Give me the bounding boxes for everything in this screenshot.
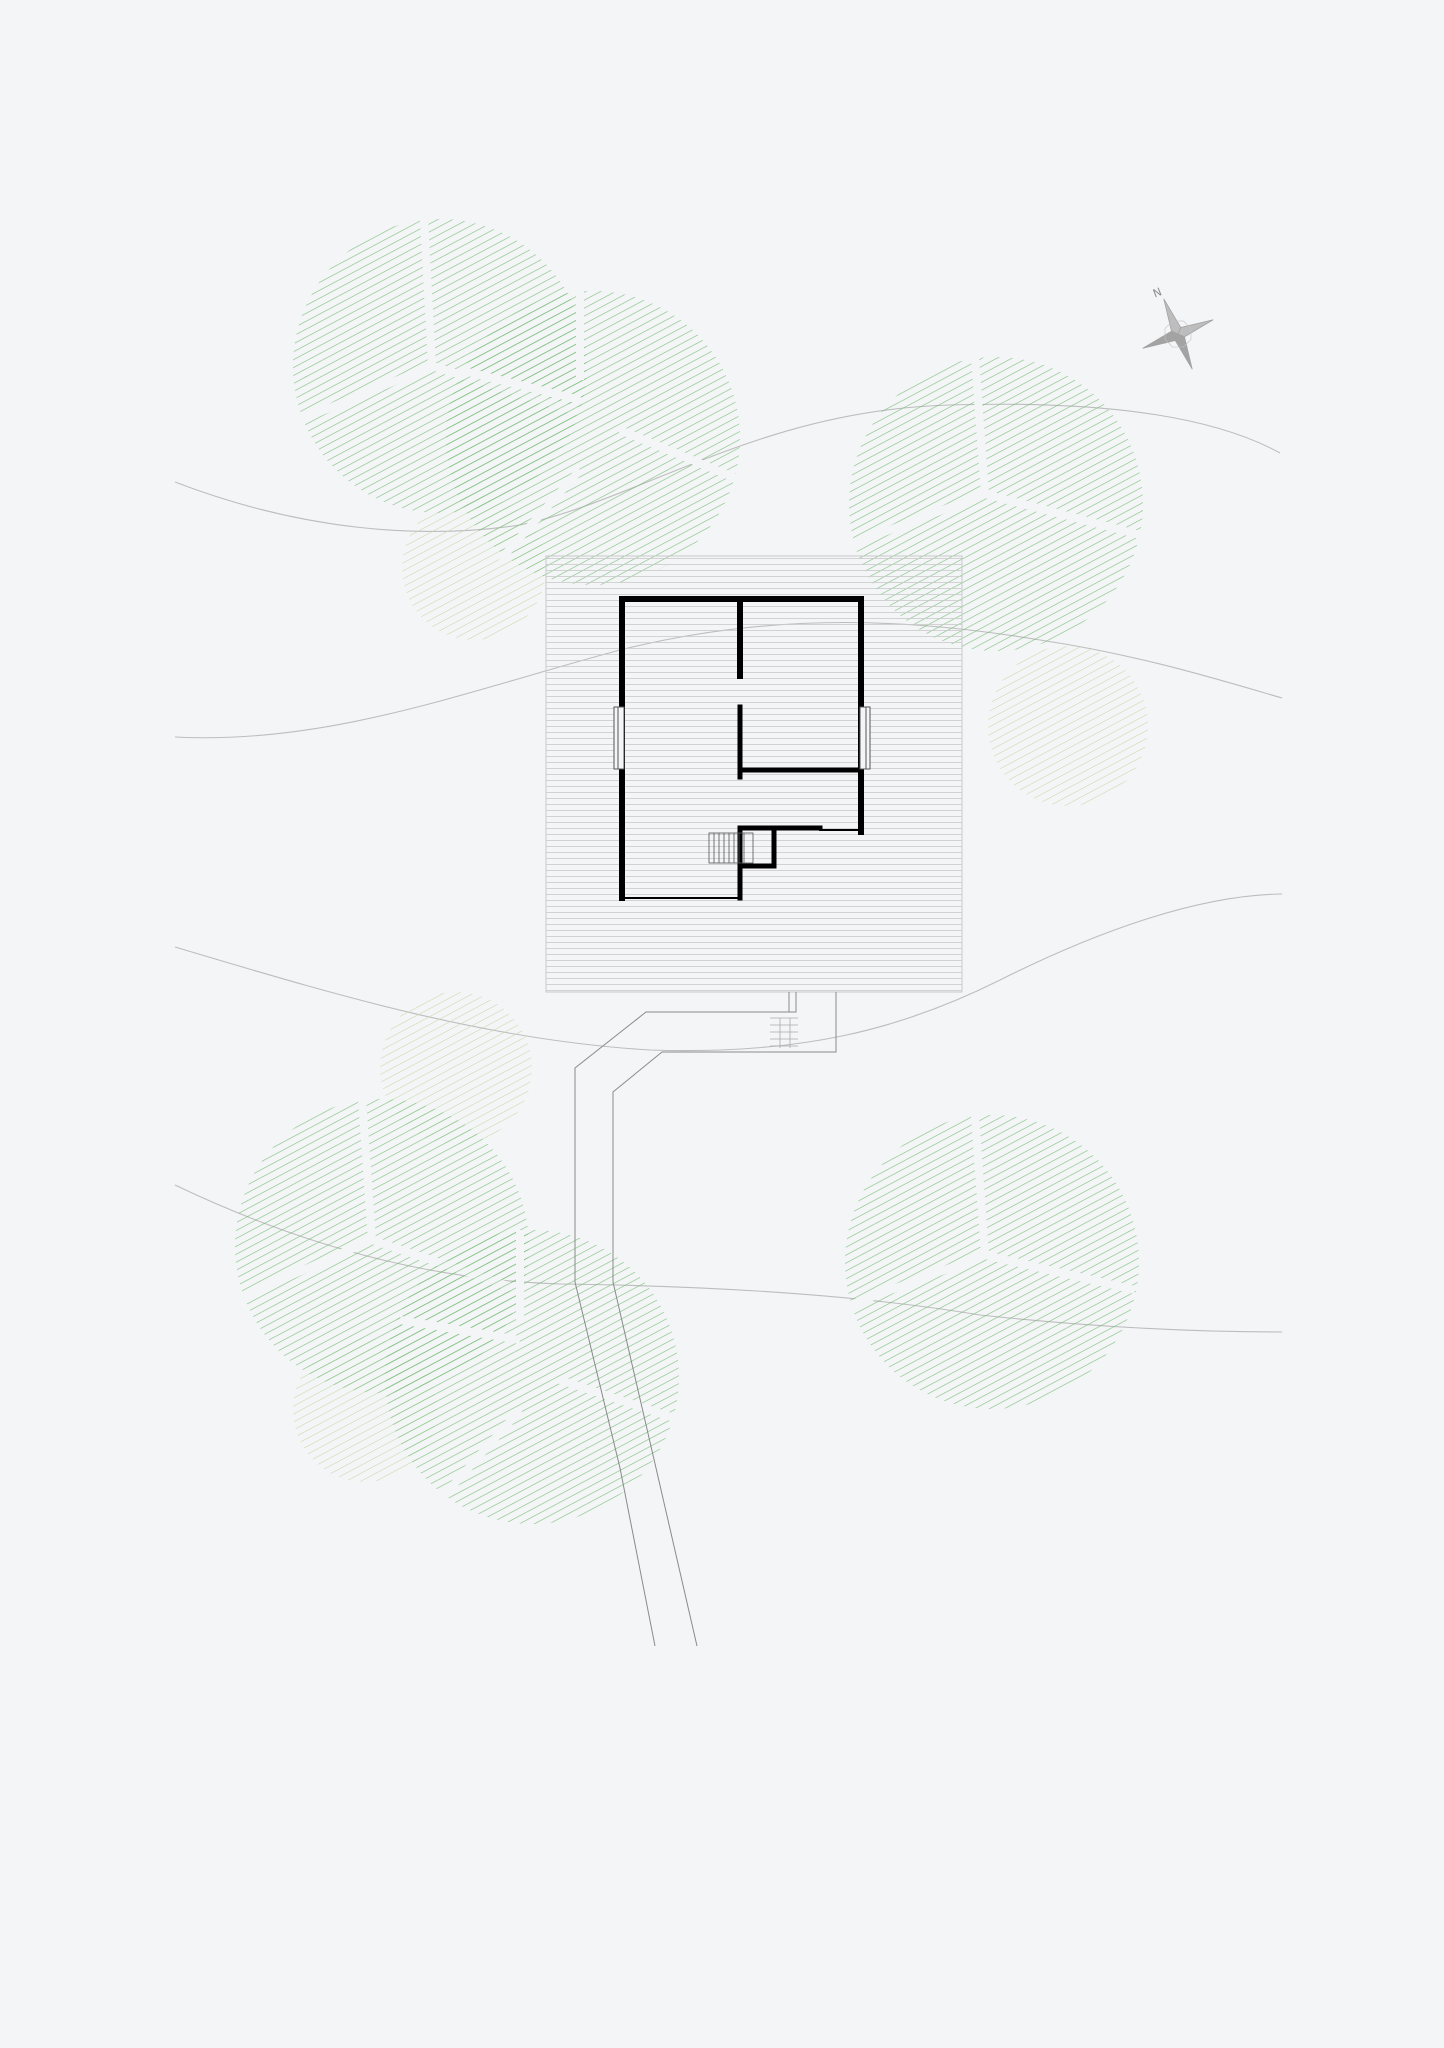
tree xyxy=(845,1114,1139,1409)
path-edge xyxy=(574,992,797,1647)
deck-area xyxy=(545,555,963,993)
tree-canopy-faint xyxy=(988,646,1148,806)
windows xyxy=(613,706,871,770)
interior-stair-icon xyxy=(708,832,754,864)
trees xyxy=(233,218,1143,1524)
access-path xyxy=(574,992,837,1647)
window xyxy=(859,706,871,770)
path-edge xyxy=(612,992,837,1647)
north-arrow-icon xyxy=(1142,298,1214,370)
deck xyxy=(545,555,963,993)
tree xyxy=(446,291,742,585)
tree xyxy=(385,1230,682,1524)
stair-icon xyxy=(770,1017,798,1048)
contour-line xyxy=(174,893,1283,1052)
window xyxy=(613,706,625,770)
north-label: N xyxy=(1151,285,1164,300)
interior-wall xyxy=(737,825,777,869)
